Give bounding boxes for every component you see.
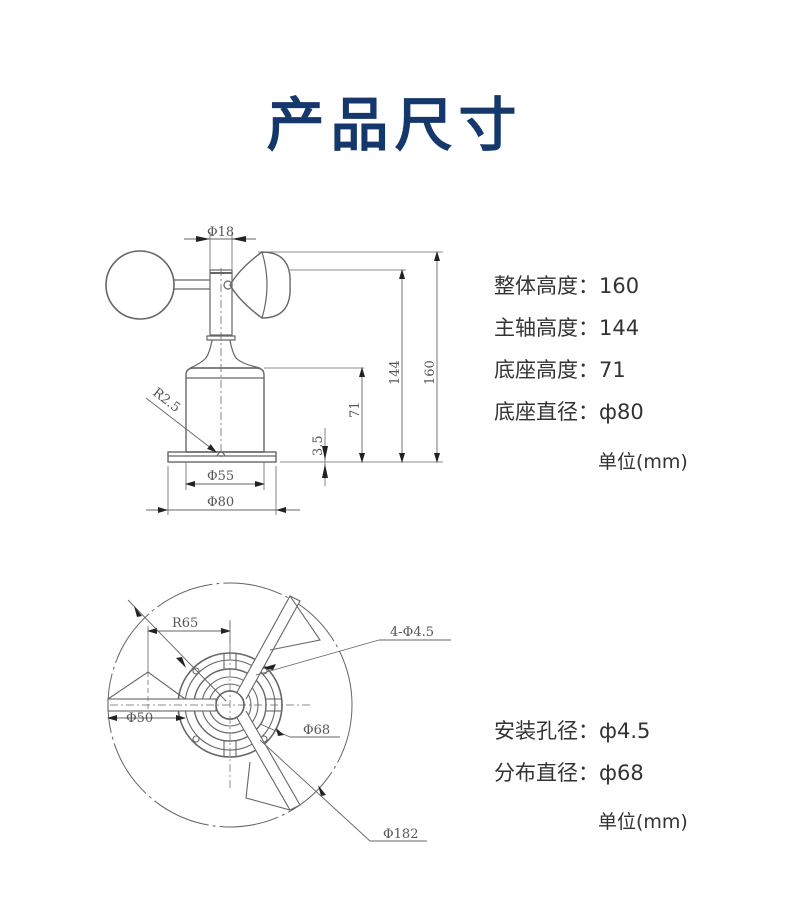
page-title: 产品尺寸 <box>266 91 523 159</box>
spec-value: ф80 <box>599 400 644 424</box>
dim-shaft-height: 144 <box>388 360 403 385</box>
spec-mount-hole-diameter: 安装孔径：ф4.5 <box>494 717 650 745</box>
dim-body-diameter: Φ55 <box>207 469 234 484</box>
spec-label: 主轴高度： <box>494 316 599 340</box>
dim-mount-holes: 4-Φ4.5 <box>390 625 434 640</box>
unit-label: 单位(mm) <box>598 811 688 833</box>
spec-label: 安装孔径： <box>494 719 599 743</box>
spec-value: 144 <box>599 316 640 340</box>
dim-flange-thickness: 3.5 <box>311 435 326 456</box>
spec-base-height: 底座高度：71 <box>494 356 626 384</box>
spec-base-diameter: 底座直径：ф80 <box>494 398 644 426</box>
spec-value: 160 <box>599 274 640 298</box>
spec-label: 底座直径： <box>494 400 599 424</box>
dim-arm-radius: R65 <box>172 616 198 631</box>
dim-base-diameter: Φ80 <box>207 495 234 510</box>
dim-cup-diameter: Φ50 <box>126 711 153 726</box>
dim-base-height: 71 <box>348 401 363 418</box>
dim-total-height: 160 <box>423 360 438 385</box>
dim-hole-circle: Φ68 <box>303 723 330 738</box>
dim-fillet-radius: R2.5 <box>150 385 183 416</box>
spec-value: 71 <box>599 358 626 382</box>
spec-total-height: 整体高度：160 <box>494 272 639 300</box>
spec-label: 底座高度： <box>494 358 599 382</box>
dim-sweep-diameter: Φ182 <box>383 827 418 842</box>
side-view-drawing <box>105 232 443 515</box>
top-view-drawing <box>107 582 451 842</box>
unit-label: 单位(mm) <box>598 451 688 473</box>
spec-label: 整体高度： <box>494 274 599 298</box>
spec-hole-circle-diameter: 分布直径：ф68 <box>494 759 644 787</box>
spec-shaft-height: 主轴高度：144 <box>494 314 639 342</box>
spec-value: ф68 <box>599 761 644 785</box>
spec-label: 分布直径： <box>494 761 599 785</box>
dim-shaft-diameter: Φ18 <box>207 225 234 240</box>
spec-value: ф4.5 <box>599 719 651 743</box>
